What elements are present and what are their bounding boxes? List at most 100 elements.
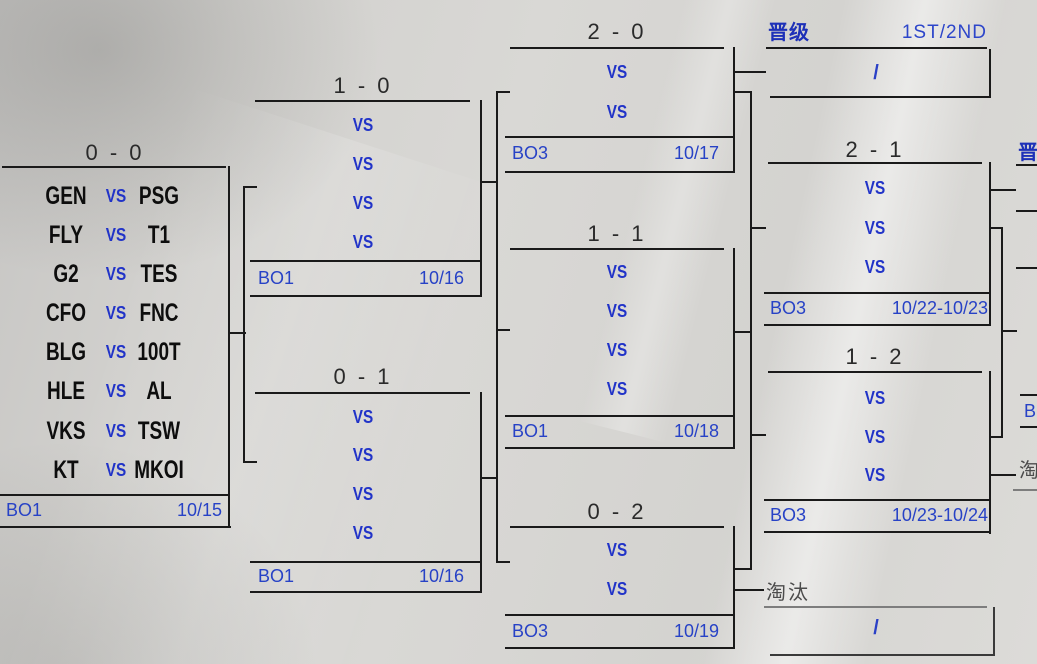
match-row: KT VS MKOI xyxy=(0,456,212,484)
bracket-line xyxy=(764,606,987,608)
vs-label: VS xyxy=(352,407,374,427)
connector-line xyxy=(989,371,991,534)
match-row: VKS VS TSW xyxy=(0,417,212,445)
bracket-line xyxy=(505,647,735,649)
vs-label: VS xyxy=(105,421,127,441)
vs-label: VS xyxy=(352,193,374,213)
bracket-line xyxy=(0,494,230,496)
vs-label: VS xyxy=(105,381,127,401)
vs-label: VS xyxy=(606,379,628,399)
connector-line xyxy=(496,91,498,563)
connector-line xyxy=(990,189,1016,191)
vs-label: VS xyxy=(864,178,886,198)
vs-label: VS xyxy=(105,225,127,245)
format-label: BO1 xyxy=(258,566,295,586)
match-row: GEN VS PSG xyxy=(0,182,212,210)
seed-label: 1ST/2ND xyxy=(901,22,987,43)
bracket-line xyxy=(250,260,481,262)
date-label: 10/17 xyxy=(673,143,719,163)
team-name: G2 xyxy=(53,260,79,288)
connector-line xyxy=(497,329,510,331)
placeholder-slot: / xyxy=(873,62,879,84)
vs-label: VS xyxy=(606,102,628,122)
bracket-title: 2 - 1 xyxy=(845,137,905,162)
bracket-line xyxy=(250,295,482,297)
connector-line xyxy=(989,49,991,97)
format-label: BO3 xyxy=(512,621,549,641)
vs-label: VS xyxy=(864,257,886,277)
vs-label: VS xyxy=(352,523,374,543)
connector-line xyxy=(734,568,751,570)
connector-line xyxy=(228,166,230,528)
format-label: BO1 xyxy=(258,268,295,288)
bracket-footer: BO1 10/15 xyxy=(6,498,222,522)
team-name: GEN xyxy=(45,182,87,210)
team-name: FNC xyxy=(139,299,179,327)
vs-label: VS xyxy=(352,484,374,504)
connector-line xyxy=(993,607,995,655)
vs-label: VS xyxy=(352,445,374,465)
connector-line xyxy=(497,91,510,93)
date-label: 10/15 xyxy=(176,500,222,520)
team-name: PSG xyxy=(138,182,180,210)
connector-line xyxy=(990,436,1002,438)
connector-line xyxy=(733,526,735,649)
team-name: HLE xyxy=(47,377,85,405)
connector-line xyxy=(481,181,497,183)
bracket-line xyxy=(250,561,481,563)
vs-label: VS xyxy=(105,264,127,284)
bracket-footer: BO1 10/18 xyxy=(512,419,719,443)
bracket-title: 0 - 1 xyxy=(333,364,393,389)
connector-line xyxy=(989,162,991,326)
connector-line xyxy=(245,186,257,188)
team-name: TSW xyxy=(137,417,181,445)
format-label-partial: B xyxy=(1024,401,1037,421)
format-label: BO3 xyxy=(512,143,549,163)
advance-label-partial: 晋 xyxy=(1018,142,1037,164)
bracket-line xyxy=(510,248,724,250)
bracket-line xyxy=(1016,164,1037,166)
vs-label: VS xyxy=(606,540,628,560)
advance-label: 晋级 xyxy=(768,22,810,44)
bracket-footer: BO3 10/17 xyxy=(512,141,719,165)
bracket-line xyxy=(764,324,991,326)
date-label: 10/18 xyxy=(673,421,719,441)
format-label: BO1 xyxy=(512,421,549,441)
placeholder-slot: / xyxy=(873,617,879,639)
bracket-line xyxy=(255,100,470,102)
team-name: 100T xyxy=(137,338,181,366)
bracket-line xyxy=(510,47,724,49)
bracket-footer: BO1 10/16 xyxy=(258,564,464,588)
bracket-line xyxy=(770,654,995,656)
connector-line xyxy=(990,227,1003,229)
connector-line xyxy=(480,392,482,593)
bracket-line xyxy=(764,292,991,294)
bracket-line xyxy=(505,415,735,417)
connector-line xyxy=(481,477,497,479)
vs-label: VS xyxy=(105,342,127,362)
connector-line xyxy=(480,100,482,297)
connector-line xyxy=(243,186,245,463)
vs-label: VS xyxy=(606,62,628,82)
match-row: BLG VS 100T xyxy=(0,338,212,366)
connector-line xyxy=(751,434,766,436)
format-label: BO1 xyxy=(6,500,43,520)
vs-label: VS xyxy=(105,186,127,206)
connector-line xyxy=(245,461,257,463)
format-label: BO3 xyxy=(770,505,807,525)
bracket-title: 1 - 0 xyxy=(333,73,393,98)
bracket-line xyxy=(766,47,987,49)
vs-label: VS xyxy=(864,218,886,238)
match-row: CFO VS FNC xyxy=(0,299,212,327)
bracket-footer: BO3 10/19 xyxy=(512,619,719,643)
vs-label: VS xyxy=(352,115,374,135)
vs-label: VS xyxy=(606,262,628,282)
team-name: BLG xyxy=(45,338,87,366)
vs-label: VS xyxy=(352,154,374,174)
bracket-line xyxy=(2,166,226,168)
vs-label: VS xyxy=(864,427,886,447)
connector-line xyxy=(733,248,735,449)
vs-label: VS xyxy=(352,232,374,252)
connector-line xyxy=(990,474,1016,476)
